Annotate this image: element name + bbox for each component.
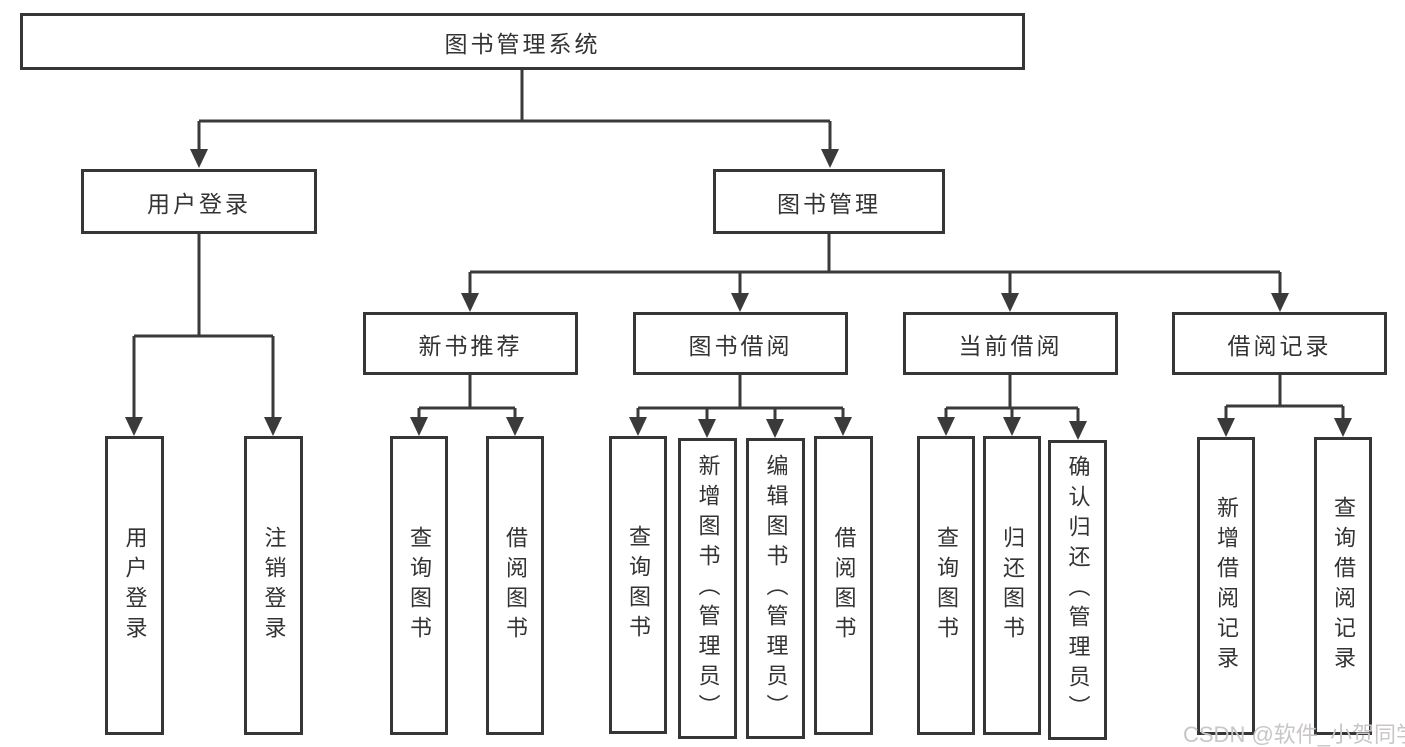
- leaf-borrow-edit-book-label: 编辑图书（管理员）: [763, 453, 789, 724]
- leaf-current-query-label: 查询图书: [934, 525, 959, 646]
- node-book-borrow: 图书借阅: [633, 312, 848, 375]
- leaf-borrow-add-book-label: 新增图书（管理员）: [695, 453, 721, 724]
- node-book-management: 图书管理: [713, 169, 945, 234]
- csdn-watermark: CSDN @软件_小贺同学: [1183, 722, 1405, 747]
- node-borrow-record: 借阅记录: [1172, 312, 1387, 375]
- leaf-borrow-borrow-book: 借阅图书: [814, 436, 873, 735]
- leaf-user-login: 用户登录: [105, 436, 164, 735]
- leaf-newbook-query-label: 查询图书: [407, 525, 432, 646]
- leaf-newbook-borrow-label: 借阅图书: [503, 525, 528, 646]
- leaf-newbook-borrow: 借阅图书: [486, 436, 544, 735]
- leaf-user-login-label: 用户登录: [122, 525, 148, 646]
- leaf-borrow-borrow-book-label: 借阅图书: [831, 525, 857, 646]
- node-book-borrow-label: 图书借阅: [688, 332, 793, 359]
- leaf-logout-label: 注销登录: [261, 525, 287, 646]
- leaf-logout: 注销登录: [244, 436, 303, 735]
- leaf-borrow-query: 查询图书: [609, 436, 667, 734]
- leaf-current-confirm-return-label: 确认归还（管理员）: [1065, 455, 1091, 725]
- node-current-borrow-label: 当前借阅: [958, 332, 1063, 359]
- node-book-management-label: 图书管理: [777, 190, 881, 217]
- leaf-current-confirm-return: 确认归还（管理员）: [1048, 440, 1107, 740]
- leaf-record-query: 查询借阅记录: [1314, 437, 1372, 735]
- leaf-record-add: 新增借阅记录: [1197, 437, 1255, 735]
- leaf-borrow-query-label: 查询图书: [626, 525, 651, 645]
- node-user-login: 用户登录: [81, 169, 317, 234]
- leaf-current-return: 归还图书: [983, 436, 1041, 735]
- leaf-record-query-label: 查询借阅记录: [1331, 496, 1356, 676]
- node-user-login-label: 用户登录: [147, 190, 251, 217]
- node-current-borrow: 当前借阅: [903, 312, 1118, 375]
- leaf-borrow-edit-book: 编辑图书（管理员）: [746, 438, 805, 739]
- leaf-current-query: 查询图书: [917, 436, 975, 735]
- node-new-book-recommend: 新书推荐: [363, 312, 578, 375]
- node-new-book-recommend-label: 新书推荐: [418, 332, 523, 359]
- node-root: 图书管理系统: [20, 13, 1025, 70]
- leaf-record-add-label: 新增借阅记录: [1214, 496, 1239, 676]
- node-root-label: 图书管理系统: [444, 30, 601, 57]
- leaf-current-return-label: 归还图书: [1000, 525, 1025, 646]
- leaf-newbook-query: 查询图书: [390, 436, 448, 735]
- leaf-borrow-add-book: 新增图书（管理员）: [678, 438, 737, 739]
- node-borrow-record-label: 借阅记录: [1227, 332, 1332, 359]
